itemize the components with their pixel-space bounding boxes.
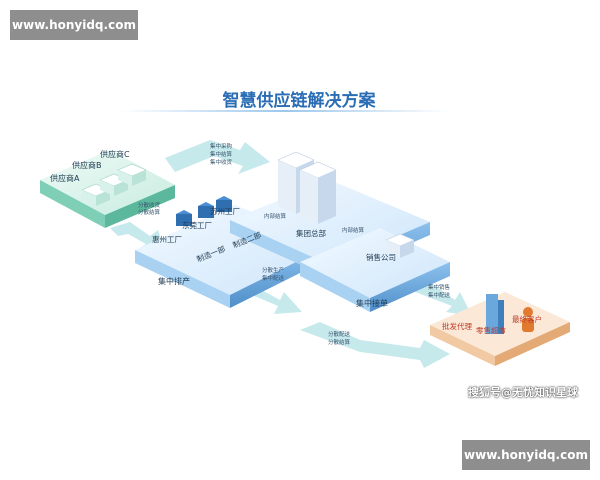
internal-settle-left: 内部结算 xyxy=(264,212,287,220)
arrow-top-flow xyxy=(165,140,270,174)
hq-towers xyxy=(277,151,337,224)
left-flow-label-1: 分散收货 xyxy=(138,201,161,209)
watermark-top: www.honyidq.com xyxy=(10,10,138,40)
central-schedule-label: 集中排产 xyxy=(158,276,190,286)
sales-company-label: 销售公司 xyxy=(366,252,396,262)
supplier-buildings xyxy=(81,163,147,206)
central-orders-label: 集中接单 xyxy=(356,298,388,308)
title-underline xyxy=(120,110,450,112)
end-customer-label: 最终客户 xyxy=(512,314,542,324)
top-flow-label-3: 集中收货 xyxy=(210,158,233,166)
dongguan-factory-label: 东莞工厂 xyxy=(182,220,212,230)
supplier-a-label: 供应商A xyxy=(50,173,80,183)
sales-company-building xyxy=(385,233,415,258)
internal-settle-right: 内部结算 xyxy=(342,226,365,234)
suzhou-factory-label: 苏州工厂 xyxy=(210,206,240,216)
left-flow-label-2: 分散结算 xyxy=(138,208,161,216)
bottom-flow-label-2: 分散结算 xyxy=(328,338,351,346)
top-flow-label-2: 集中结算 xyxy=(210,150,233,158)
supplier-b-label: 供应商B xyxy=(72,160,102,170)
huizhou-factory-label: 惠州工厂 xyxy=(152,234,182,244)
right-flow-label-2: 集中配送 xyxy=(428,291,451,299)
mid-flow-label-2: 集中配送 xyxy=(262,274,285,282)
factory-buildings xyxy=(176,196,232,226)
source-credit: 搜狐号@无忧知识星球 xyxy=(468,386,578,399)
arrow-bottom-flow xyxy=(300,322,450,368)
retail-label: 零售超市 xyxy=(476,325,506,335)
top-flow-label-1: 集中采购 xyxy=(210,142,233,150)
diagram-title: 智慧供应链解决方案 xyxy=(223,90,377,111)
mid-flow-label-1: 分散生产 xyxy=(262,266,285,274)
right-flow-label-1: 集中销售 xyxy=(428,283,450,291)
arrow-right-flow xyxy=(410,282,472,316)
watermark-bottom: www.honyidq.com xyxy=(462,440,590,470)
customer-platform xyxy=(430,292,570,366)
bottom-flow-label-1: 分散配送 xyxy=(328,330,351,338)
supplier-c-label: 供应商C xyxy=(100,149,130,159)
dealer-label: 批发代理 xyxy=(442,321,472,331)
group-hq-label: 集团总部 xyxy=(296,228,326,238)
